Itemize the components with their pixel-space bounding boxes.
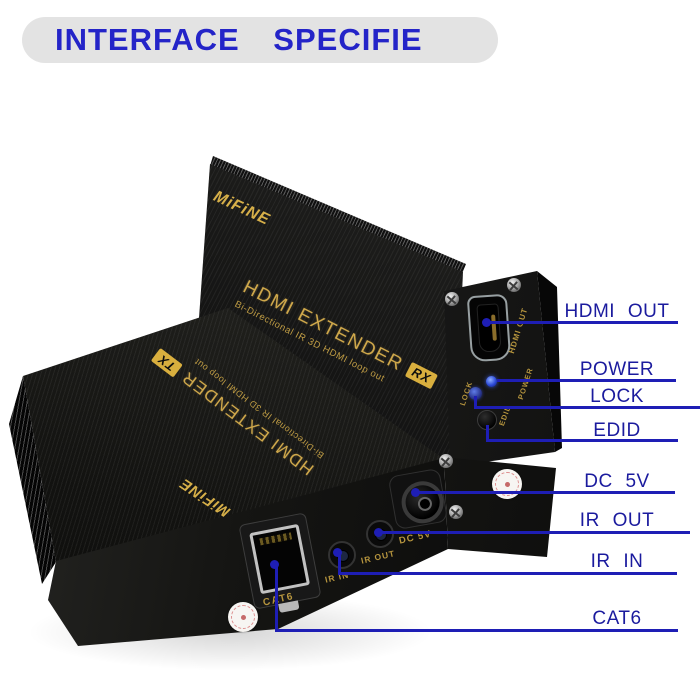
cat6-callout-line xyxy=(275,629,678,632)
cat6-callout-dot xyxy=(270,560,279,569)
callout-label-power: POWER xyxy=(579,359,655,380)
dc-5v-callout-line xyxy=(416,491,675,494)
ir-out-callout-dot xyxy=(374,528,383,537)
lock-led xyxy=(469,387,482,400)
edid-callout-line xyxy=(486,439,678,442)
dc-jack-pin-hole xyxy=(416,495,434,512)
rj45-metal-frame xyxy=(249,523,311,595)
power-led xyxy=(486,376,497,387)
callout-label-lock: LOCK xyxy=(590,386,644,407)
callout-label-ir-out: IR OUT xyxy=(579,510,655,531)
qc-sticker xyxy=(492,469,522,499)
hdmi-port-opening xyxy=(476,303,502,353)
callout-label-cat6: CAT6 xyxy=(592,608,642,629)
edid-callout-line xyxy=(486,425,489,442)
dc-5v-callout-dot xyxy=(411,488,420,497)
callout-label-edid: EDID xyxy=(593,420,641,441)
ir-in-callout-dot xyxy=(333,548,342,557)
hdmi-out-port xyxy=(466,293,512,363)
lock-callout-line xyxy=(474,406,700,409)
hdmi-out-callout-line xyxy=(487,321,678,324)
ir-in-jack xyxy=(328,541,356,569)
ir-in-callout-line xyxy=(338,572,677,575)
cat6-callout-line xyxy=(275,565,278,631)
dc-5v-power-jack xyxy=(387,467,449,531)
page-title: INTERFACE SPECIFIE xyxy=(55,22,423,57)
qc-sticker xyxy=(228,602,258,632)
rx-panel-screw-icon xyxy=(507,278,521,292)
tx-panel-screw-icon xyxy=(449,505,463,519)
hdmi-pin-contacts xyxy=(491,314,497,341)
callout-label-ir-in: IR IN xyxy=(590,551,644,572)
ir-out-callout-line xyxy=(379,531,690,534)
power-callout-line xyxy=(497,379,676,382)
tx-panel-screw-icon xyxy=(439,454,453,468)
rj45-pins xyxy=(259,532,293,546)
dc-jack-barrel xyxy=(398,477,447,527)
hdmi-out-callout-dot xyxy=(482,318,491,327)
rx-panel-screw-icon xyxy=(445,292,459,306)
lock-callout-line xyxy=(474,396,477,409)
callout-label-hdmi-out: HDMI OUT xyxy=(564,301,670,322)
callout-label-dc-5v: DC 5V xyxy=(584,471,650,492)
title-banner: INTERFACE SPECIFIE xyxy=(22,17,498,63)
ir-in-callout-line xyxy=(338,552,341,574)
